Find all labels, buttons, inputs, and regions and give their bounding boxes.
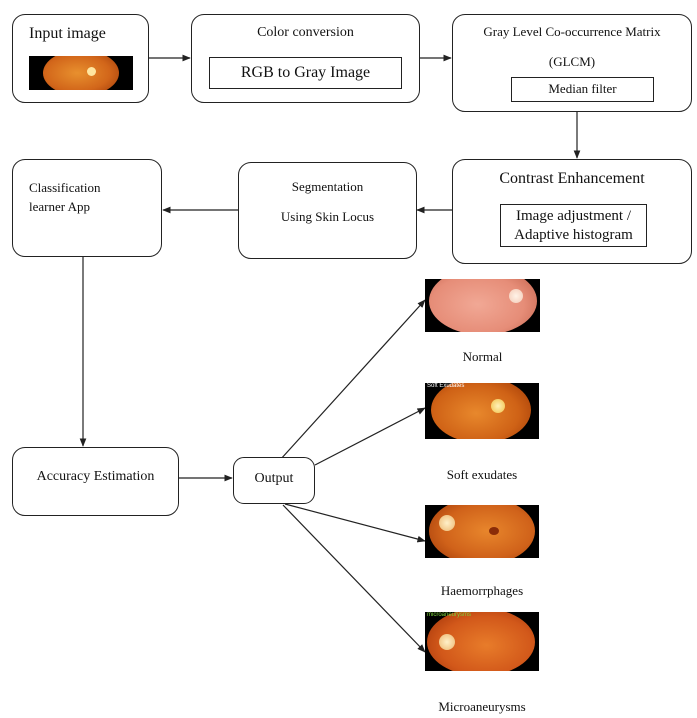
arrow-output-to-soft-exudates xyxy=(314,407,426,466)
input-image-node: Input image xyxy=(12,14,149,103)
median-filter-label: Median filter xyxy=(548,81,617,96)
input-fundus-thumbnail xyxy=(29,56,133,90)
microaneurysms-label: Microaneurysms xyxy=(438,699,526,714)
output-label: Output xyxy=(254,471,294,486)
segmentation-label-line2: Using Skin Locus xyxy=(280,209,375,224)
normal-fundus-image xyxy=(425,279,540,332)
soft-exudates-label: Soft exudates xyxy=(446,467,518,482)
accuracy-estimation-label: Accuracy Estimation xyxy=(36,469,155,484)
haemorrphages-label: Haemorrphages xyxy=(440,583,524,598)
microaneurysms-fundus-image: microaneurysms xyxy=(425,612,539,671)
normal-label: Normal xyxy=(462,349,503,364)
image-adjustment-label-line2: Adaptive histogram xyxy=(514,227,633,243)
color-conversion-node: Color conversion RGB to Gray Image xyxy=(191,14,420,103)
haemorrphages-fundus-image xyxy=(425,505,539,558)
rgb-to-gray-label: RGB to Gray Image xyxy=(240,64,371,81)
soft-exudates-caption: Soft Exudates xyxy=(427,383,465,389)
accuracy-estimation-node: Accuracy Estimation xyxy=(12,447,179,516)
classification-learner-node: Classification learner App xyxy=(12,159,162,257)
input-image-label: Input image xyxy=(29,25,106,42)
rgb-to-gray-box: RGB to Gray Image xyxy=(209,57,402,89)
classification-label-line1: Classification xyxy=(29,180,101,195)
image-adjustment-box: Image adjustment / Adaptive histogram xyxy=(500,204,647,247)
segmentation-node: Segmentation Using Skin Locus xyxy=(238,162,417,259)
microaneurysms-caption: microaneurysms xyxy=(427,612,472,618)
contrast-enhancement-node: Contrast Enhancement Image adjustment / … xyxy=(452,159,692,264)
output-node: Output xyxy=(233,457,315,504)
median-filter-box: Median filter xyxy=(511,77,654,102)
segmentation-label-line1: Segmentation xyxy=(291,179,364,194)
image-adjustment-label-line1: Image adjustment / xyxy=(516,208,631,224)
arrow-output-to-microaneurysms xyxy=(282,504,426,653)
classification-label-line2: learner App xyxy=(29,199,91,214)
arrow-output-to-normal xyxy=(279,299,426,461)
glcm-label-line1: Gray Level Co-occurrence Matrix xyxy=(483,24,661,39)
contrast-enhancement-label: Contrast Enhancement xyxy=(499,170,645,187)
arrow-output-to-haemorrphages xyxy=(284,503,426,543)
glcm-node: Gray Level Co-occurrence Matrix (GLCM) M… xyxy=(452,14,692,112)
glcm-label-line2: (GLCM) xyxy=(548,54,596,69)
color-conversion-label: Color conversion xyxy=(257,25,354,40)
soft-exudates-fundus-image: Soft Exudates xyxy=(425,383,539,439)
